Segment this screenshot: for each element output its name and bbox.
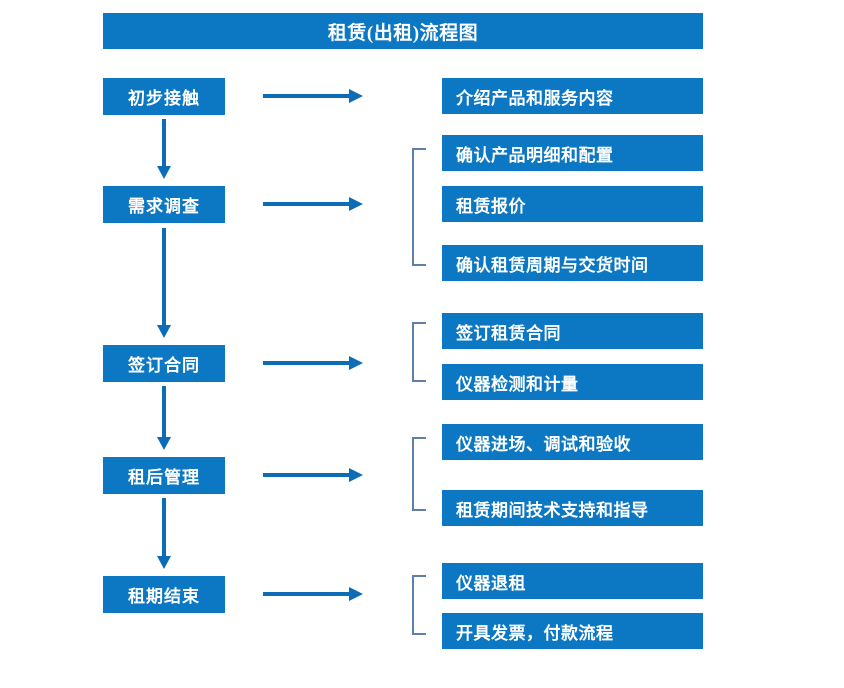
stage-box-4[interactable]: 租后管理 — [103, 457, 225, 494]
arrow-head — [349, 89, 363, 103]
arrow-head — [349, 587, 363, 601]
arrow-down-3-icon — [157, 386, 171, 450]
bracket-group-end-icon — [412, 575, 426, 635]
arrow-right-2-icon — [263, 197, 363, 211]
arrow-shaft — [162, 498, 166, 556]
stage-box-5[interactable]: 租期结束 — [103, 576, 225, 613]
arrow-shaft — [263, 202, 351, 206]
detail-box-1[interactable]: 介绍产品和服务内容 — [442, 78, 703, 114]
detail-box-9[interactable]: 仪器退租 — [442, 563, 703, 599]
stage-box-3[interactable]: 签订合同 — [103, 345, 225, 382]
arrow-down-4-icon — [157, 498, 171, 569]
arrow-shaft — [162, 386, 166, 437]
arrow-shaft — [162, 228, 166, 325]
detail-box-3[interactable]: 租赁报价 — [442, 186, 703, 222]
arrow-down-2-icon — [157, 228, 171, 338]
arrow-head — [157, 556, 171, 569]
arrow-head — [349, 197, 363, 211]
arrow-head — [349, 356, 363, 370]
arrow-head — [157, 166, 171, 179]
detail-box-8[interactable]: 租赁期间技术支持和指导 — [442, 490, 703, 526]
detail-box-2[interactable]: 确认产品明细和配置 — [442, 135, 703, 171]
arrow-right-4-icon — [263, 468, 363, 482]
detail-box-5[interactable]: 签订租赁合同 — [442, 313, 703, 349]
detail-box-6[interactable]: 仪器检测和计量 — [442, 364, 703, 400]
detail-box-7[interactable]: 仪器进场、调试和验收 — [442, 424, 703, 460]
stage-box-1[interactable]: 初步接触 — [103, 78, 225, 115]
arrow-head — [157, 437, 171, 450]
detail-box-10[interactable]: 开具发票，付款流程 — [442, 613, 703, 649]
arrow-shaft — [263, 473, 351, 477]
arrow-right-5-icon — [263, 587, 363, 601]
page-title: 租赁(出租)流程图 — [103, 13, 703, 49]
stage-box-2[interactable]: 需求调查 — [103, 186, 225, 223]
arrow-head — [349, 468, 363, 482]
arrow-down-1-icon — [157, 119, 171, 179]
arrow-shaft — [263, 361, 351, 365]
bracket-group-after-icon — [412, 437, 426, 511]
arrow-shaft — [162, 119, 166, 166]
bracket-group-needs-icon — [412, 148, 426, 266]
arrow-shaft — [263, 592, 351, 596]
arrow-right-1-icon — [263, 89, 363, 103]
detail-box-4[interactable]: 确认租赁周期与交货时间 — [442, 245, 703, 281]
arrow-right-3-icon — [263, 356, 363, 370]
arrow-shaft — [263, 94, 351, 98]
arrow-head — [157, 325, 171, 338]
bracket-group-contract-icon — [412, 322, 426, 382]
